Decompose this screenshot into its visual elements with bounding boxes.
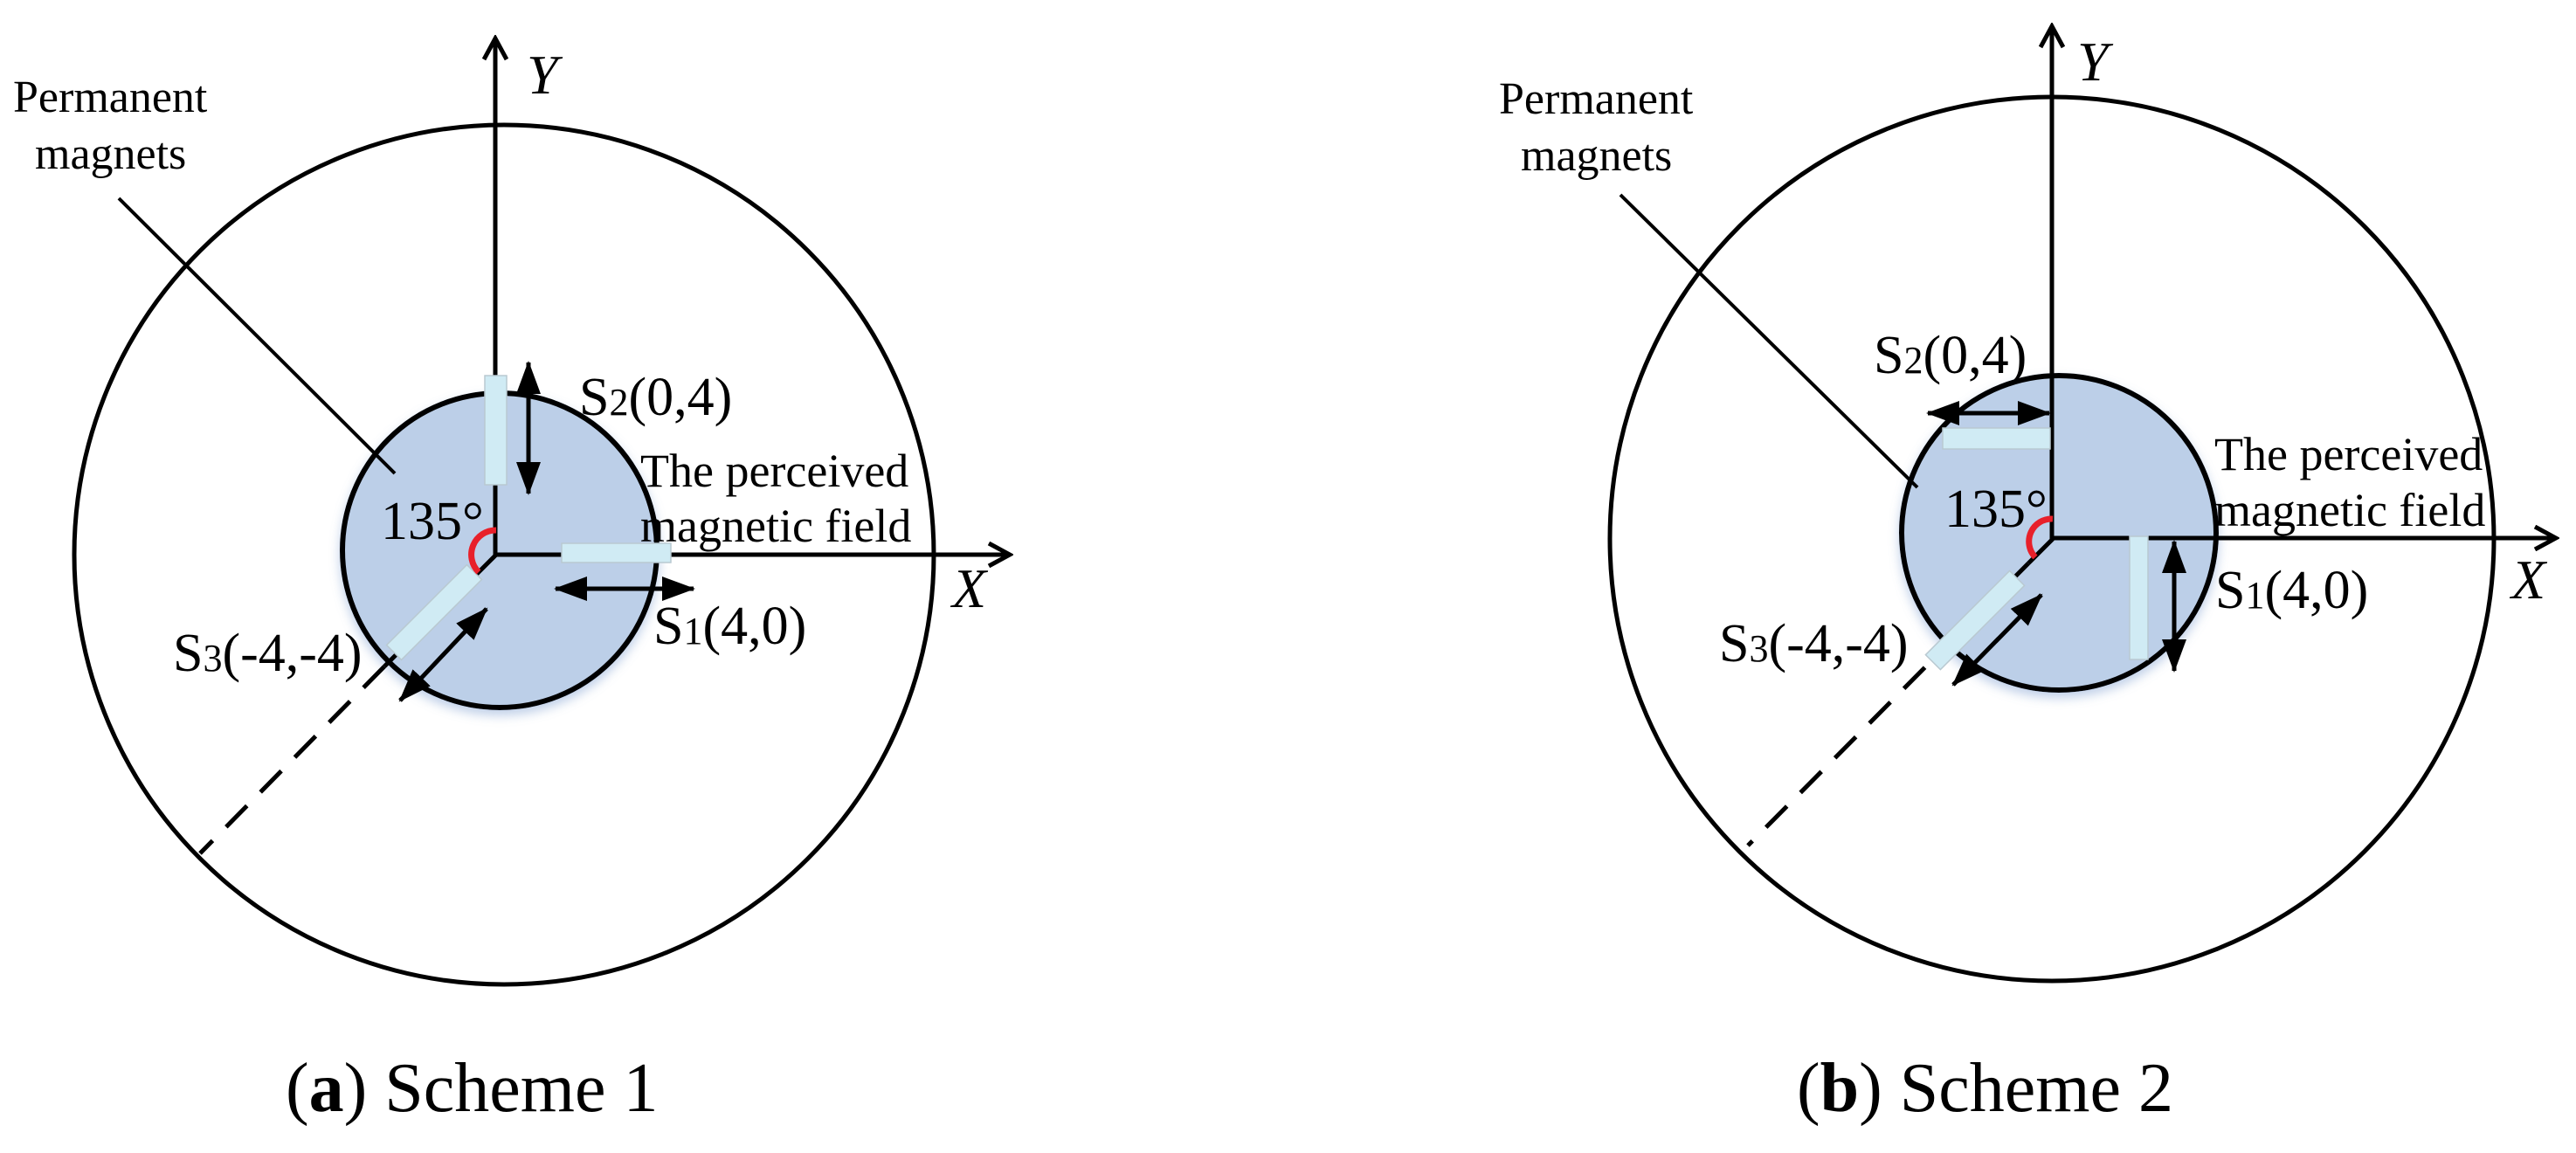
permanent-magnets-leader (117, 197, 397, 475)
y-axis-label: Y (2077, 31, 2114, 93)
sensor-s1-label: S1(4,0) (2215, 561, 2368, 620)
s3-field-arrow (398, 607, 488, 702)
sensor-s2-label: S2(0,4) (579, 368, 732, 427)
sensor-s1-magnet (561, 542, 672, 563)
s3-axis (2027, 537, 2055, 565)
y-axis-label: Y (527, 44, 563, 106)
sensor-s3-label: S3(-4,-4) (173, 624, 363, 683)
panel-b: Permanent magnets Y X The perceived magn… (1499, 26, 2556, 1127)
permanent-magnets-label-line1: Permanent (1499, 74, 1694, 124)
x-axis-label: X (2509, 549, 2548, 611)
permanent-magnets-label-line1: Permanent (13, 72, 208, 122)
x-axis-label: X (950, 557, 989, 619)
angle-arc (2026, 515, 2054, 560)
s3-dashed-line (198, 665, 386, 855)
field-label-line1: The perceived (640, 445, 908, 497)
angle-arc (468, 527, 497, 575)
sensor-s2-label: S2(0,4) (1874, 326, 2027, 385)
angle-label: 135° (1944, 480, 2048, 539)
sensor-s1-magnet (2129, 535, 2149, 660)
panel-a: Permanent magnets Y X The perceived magn… (13, 38, 1010, 1127)
sensor-s2-magnet (1942, 427, 2051, 450)
permanent-magnets-label-line2: magnets (35, 129, 186, 179)
sensor-s3-label: S3(-4,-4) (1719, 614, 1909, 673)
sensor-s1-label: S1(4,0) (653, 597, 806, 656)
permanent-magnets-label-line2: magnets (1521, 131, 1672, 181)
sensor-s2-magnet (484, 375, 508, 486)
angle-label: 135° (381, 492, 484, 551)
caption-b: (b) Scheme 2 (1797, 1050, 2173, 1127)
caption-a: (a) Scheme 1 (286, 1050, 659, 1127)
permanent-magnets-leader (1619, 193, 1919, 489)
field-label-line1: The perceived (2214, 428, 2483, 480)
field-label-line2: magnetic field (2214, 484, 2485, 536)
field-label-line2: magnetic field (640, 500, 911, 552)
s3-field-arrow (1951, 593, 2043, 687)
